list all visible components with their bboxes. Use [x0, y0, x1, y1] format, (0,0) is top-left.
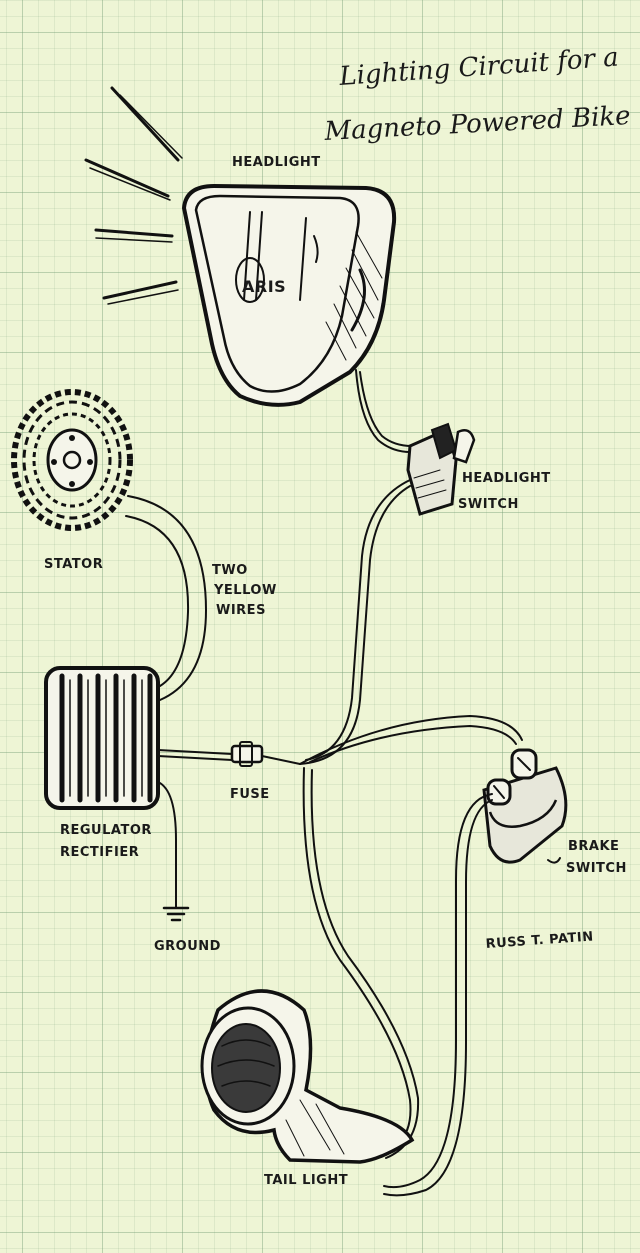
ground-label: GROUND [154, 939, 221, 954]
regulator-label-1: REGULATOR [60, 823, 152, 838]
title-line-1: Lighting Circuit for a [337, 43, 619, 93]
headlight-switch-label-2: SWITCH [458, 497, 519, 512]
brake-switch-label-1: BRAKE [568, 839, 619, 854]
signature: RUSS T. PATIN [485, 929, 594, 952]
headlight-rays [84, 86, 183, 305]
brake-switch [482, 748, 568, 864]
two-yellow-wires-label-3: WIRES [216, 603, 266, 618]
title-line-2: Magneto Powered Bike [323, 101, 631, 147]
headlight-switch [406, 422, 476, 516]
tail-light-label: TAIL LIGHT [264, 1173, 348, 1188]
regulator-label-2: RECTIFIER [60, 845, 139, 860]
headlight: ARIS [181, 183, 397, 407]
stator [11, 389, 133, 531]
headlight-brand-text: ARIS [242, 277, 286, 296]
brake-switch-label-2: SWITCH [566, 861, 627, 876]
fuse [230, 741, 264, 767]
two-yellow-wires-label-1: TWO [212, 563, 248, 578]
two-yellow-wires-label-2: YELLOW [213, 583, 277, 598]
fuse-label: FUSE [230, 787, 270, 802]
tail-light [200, 989, 415, 1164]
headlight-label: HEADLIGHT [232, 155, 321, 170]
ground-symbol [162, 906, 190, 922]
headlight-switch-label-1: HEADLIGHT [462, 471, 551, 486]
stator-label: STATOR [44, 557, 103, 572]
regulator-rectifier [44, 666, 160, 810]
